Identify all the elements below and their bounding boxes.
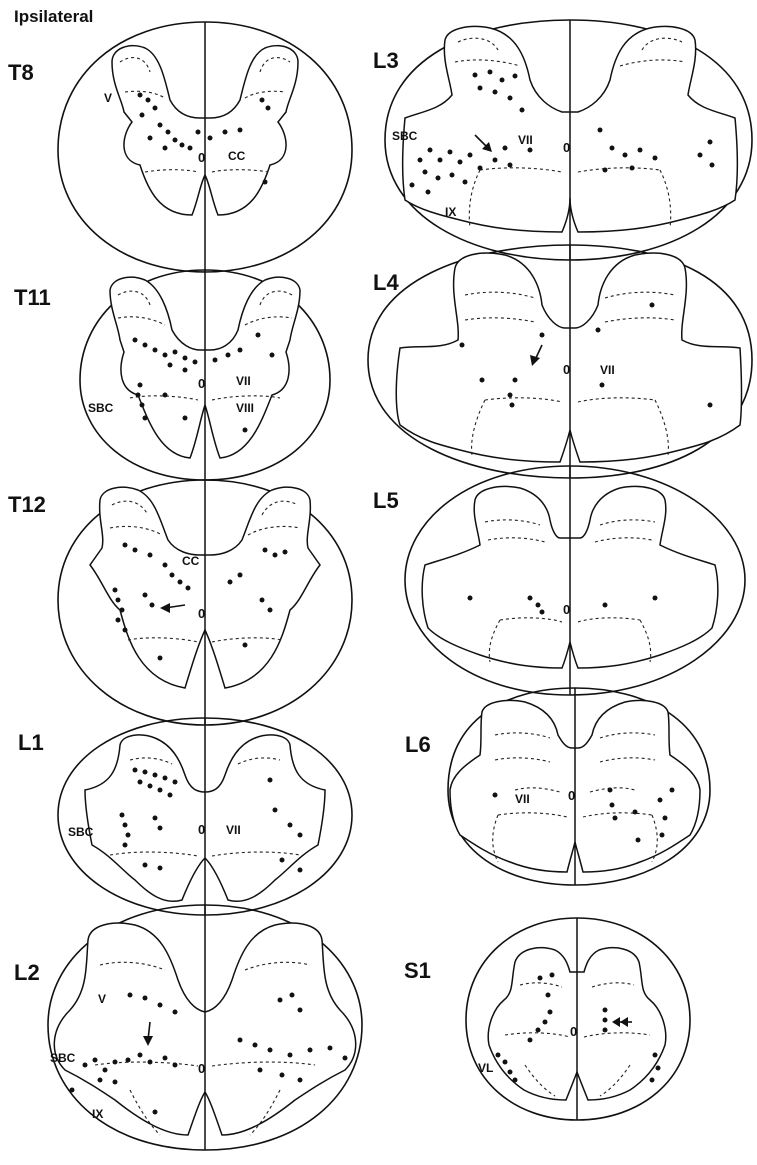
region-label: VII (236, 374, 251, 388)
central-canal: 0 (570, 1024, 577, 1039)
region-label: V (104, 91, 112, 105)
section-label: L1 (18, 730, 44, 755)
section-l2: L2 V SBC IX 0 (14, 905, 362, 1150)
section-label: T12 (8, 492, 46, 517)
section-t11: T11 SBC VII VIII 0 (14, 270, 330, 480)
region-label: SBC (88, 401, 114, 415)
central-canal: 0 (198, 376, 205, 391)
region-label: VL (478, 1061, 493, 1075)
central-canal: 0 (563, 362, 570, 377)
region-label: CC (228, 149, 246, 163)
region-label: IX (92, 1107, 103, 1121)
region-label: SBC (68, 825, 94, 839)
region-label: VIII (236, 401, 254, 415)
section-label: L6 (405, 732, 431, 757)
gray-matter-outline (396, 253, 741, 462)
region-label: VII (515, 792, 530, 806)
central-canal: 0 (198, 822, 205, 837)
ipsilateral-label: Ipsilateral (14, 7, 93, 26)
section-l3: L3 SBC VII IX 0 (373, 20, 752, 260)
central-canal: 0 (563, 602, 570, 617)
section-l6: L6 VII 0 (405, 688, 710, 885)
region-label: SBC (392, 129, 418, 143)
section-label: T8 (8, 60, 34, 85)
section-t12: T12 CC 0 (8, 480, 352, 725)
region-label: VII (518, 133, 533, 147)
region-label: CC (182, 554, 200, 568)
section-label: T11 (14, 285, 51, 310)
section-label: L2 (14, 960, 40, 985)
section-l1: L1 SBC VII 0 (18, 718, 352, 915)
region-label: VII (226, 823, 241, 837)
central-canal: 0 (568, 788, 575, 803)
section-s1: S1 VL 0 (404, 918, 690, 1120)
central-canal: 0 (198, 606, 205, 621)
section-label: L5 (373, 488, 399, 513)
section-l4: L4 VII 0 (368, 245, 752, 478)
central-canal: 0 (198, 150, 205, 165)
central-canal: 0 (198, 1061, 205, 1076)
region-label: SBC (50, 1051, 76, 1065)
region-label: V (98, 992, 106, 1006)
central-canal: 0 (563, 140, 570, 155)
section-label: L4 (373, 270, 399, 295)
section-t8: T8 V CC 0 (8, 22, 352, 272)
section-label: L3 (373, 48, 399, 73)
region-label: VII (600, 363, 615, 377)
region-label: IX (445, 205, 456, 219)
section-l5: L5 0 (373, 466, 745, 695)
section-label: S1 (404, 958, 431, 983)
